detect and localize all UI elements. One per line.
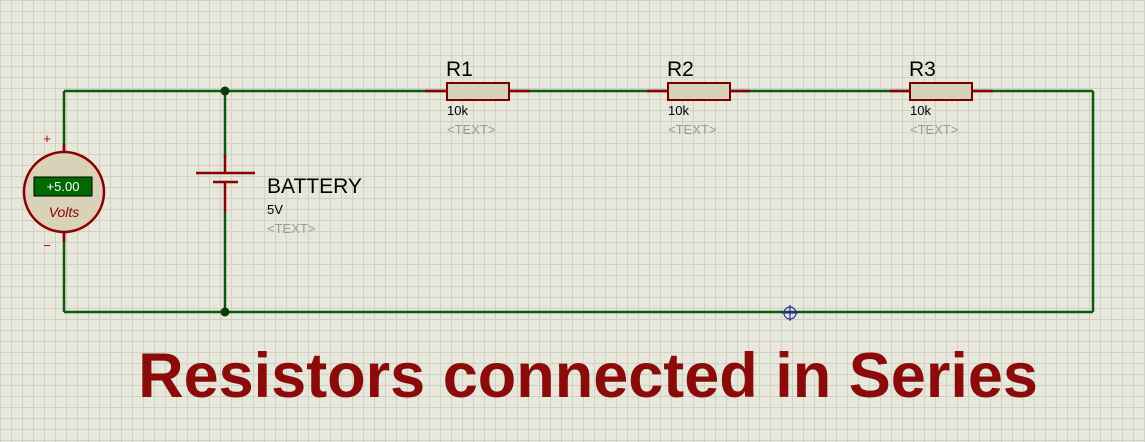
resistor-value: 10k: [447, 103, 468, 118]
battery-value: 5V: [267, 202, 283, 217]
resistor-r2[interactable]: R2 10k <TEXT>: [647, 58, 750, 137]
resistor-r3[interactable]: R3 10k <TEXT>: [890, 58, 993, 137]
diagram-caption: Resistors connected in Series: [138, 341, 1038, 411]
resistor-body: [909, 82, 973, 101]
origin-marker-icon: [782, 305, 798, 321]
resistor-name: R2: [667, 58, 694, 81]
resistor-r1[interactable]: R1 10k <TEXT>: [425, 58, 530, 137]
resistor-body: [667, 82, 731, 101]
voltmeter-unit: Volts: [49, 204, 80, 220]
resistor-text: <TEXT>: [668, 122, 716, 137]
resistor-text: <TEXT>: [447, 122, 495, 137]
voltmeter-reading: +5.00: [47, 179, 80, 194]
resistor-name: R1: [446, 58, 473, 81]
junction-top: [220, 86, 230, 96]
resistor-text: <TEXT>: [910, 122, 958, 137]
resistor-body: [446, 82, 510, 101]
voltmeter-display: [33, 176, 93, 197]
resistor-name: R3: [909, 58, 936, 81]
resistor-value: 10k: [910, 103, 931, 118]
junction-bottom: [220, 307, 230, 317]
voltmeter-plus: +: [43, 131, 51, 146]
battery-name: BATTERY: [267, 175, 362, 198]
voltmeter-minus: −: [43, 238, 51, 253]
resistor-value: 10k: [668, 103, 689, 118]
battery[interactable]: BATTERY 5V <TEXT>: [196, 155, 362, 236]
voltmeter[interactable]: +5.00 Volts + −: [22, 131, 106, 253]
battery-text: <TEXT>: [267, 221, 315, 236]
